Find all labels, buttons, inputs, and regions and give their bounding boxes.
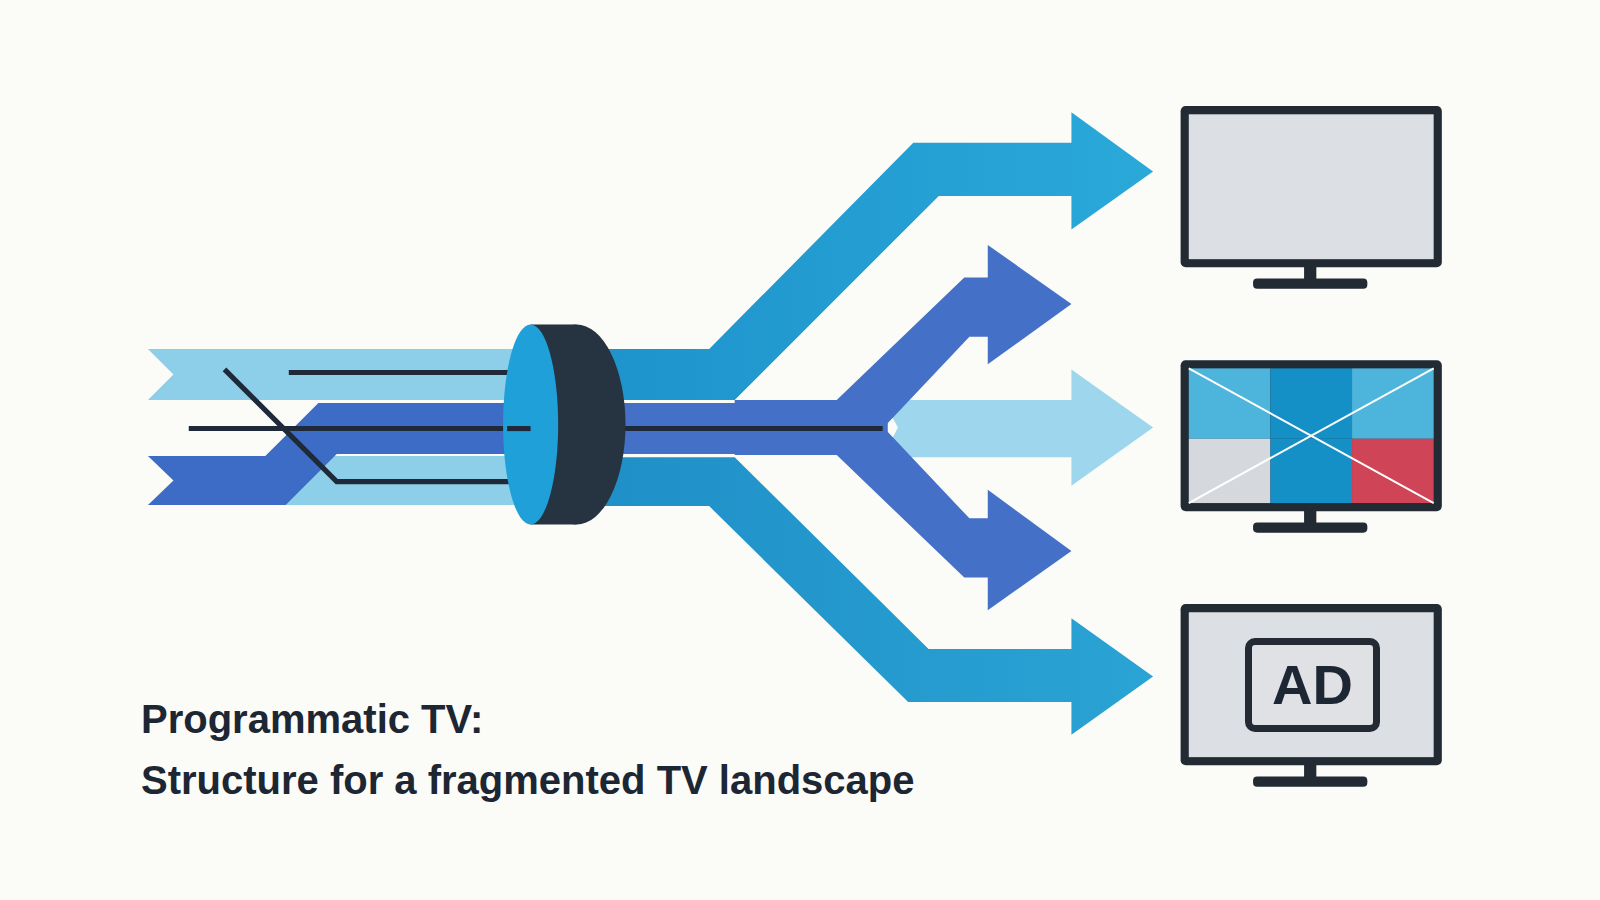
ad-box: AD — [1245, 638, 1380, 732]
center-line — [612, 426, 882, 431]
input-band — [148, 403, 531, 505]
tv-monitor — [1181, 360, 1442, 532]
output-arrow — [735, 427, 1072, 611]
tv-monitor — [1181, 604, 1442, 787]
tv-monitor — [1181, 106, 1442, 289]
funnel-ring — [503, 324, 625, 524]
input-lines — [189, 369, 556, 481]
output-arrow — [602, 457, 1153, 735]
diagram-title: Programmatic TV: — [141, 694, 483, 744]
output-arrow — [735, 245, 1072, 429]
output-arrow — [883, 369, 1153, 485]
diagram-subtitle: Structure for a fragmented TV landscape — [141, 755, 915, 805]
input-lines — [507, 426, 530, 431]
ad-label: AD — [1272, 657, 1353, 713]
output-arrow — [602, 112, 1153, 400]
